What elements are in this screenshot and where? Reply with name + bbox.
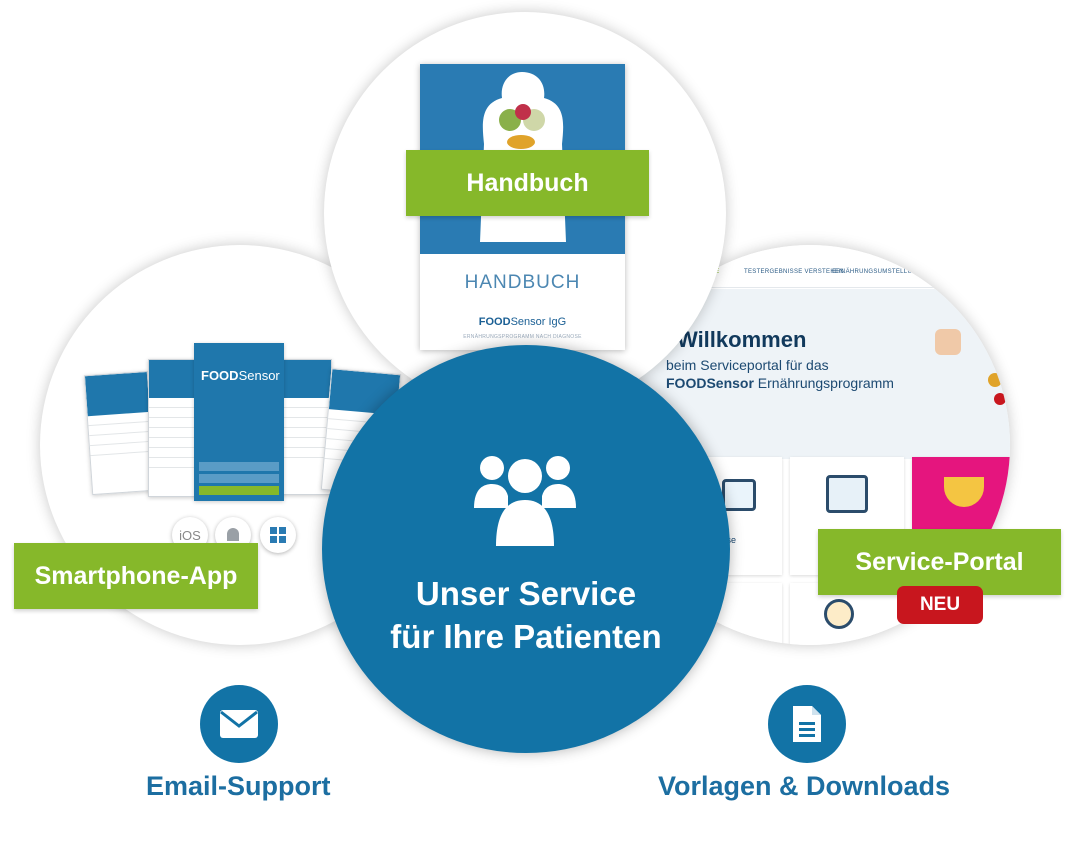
- handbook-brand: FOODSensor IgG: [478, 316, 567, 328]
- center-title-line1: Unser Service: [415, 575, 637, 612]
- portal-nav-item[interactable]: TESTERGEBNISSE VERSTEHEN: [744, 269, 844, 275]
- app-brand-bold: FOOD: [201, 368, 239, 383]
- phone-screen-1: [83, 370, 157, 496]
- portal-welcome-line1: beim Serviceportal für das: [666, 357, 829, 373]
- portal-welcome-line2: FOODSensor Ernährungsprogramm: [666, 375, 894, 391]
- checklist-icon: [826, 475, 868, 513]
- users-group-icon: [470, 446, 580, 551]
- windows-icon: [260, 517, 296, 553]
- monitor-icon: [722, 479, 756, 511]
- downloads-button[interactable]: [768, 685, 846, 763]
- email-support-button[interactable]: [200, 685, 278, 763]
- service-portal-label[interactable]: Service-Portal: [818, 529, 1061, 595]
- downloads-label[interactable]: Vorlagen & Downloads: [658, 771, 951, 801]
- document-icon: [793, 706, 821, 742]
- new-badge: NEU: [897, 586, 983, 624]
- portal-welcome: Willkommen: [677, 327, 807, 352]
- fruit-image: [994, 393, 1006, 405]
- handbook-subtitle: ERNÄHRUNGSPROGRAMM NACH DIAGNOSE: [463, 334, 582, 340]
- smartphone-app-label[interactable]: Smartphone-App: [14, 543, 258, 609]
- app-brand-rest: Sensor: [238, 368, 280, 383]
- envelope-icon: [220, 710, 258, 738]
- fruit-bowl-icon: [944, 477, 984, 507]
- handbuch-label[interactable]: Handbuch: [406, 150, 649, 216]
- portal-nav-item[interactable]: ERNÄHRUNGSUMSTELLUNG: [832, 269, 922, 275]
- phone-screen-main: FOODSensor: [194, 343, 284, 501]
- center-title-line2: für Ihre Patienten: [390, 618, 662, 655]
- handbook-title: HANDBUCH: [464, 272, 581, 293]
- center-service-circle: [322, 345, 730, 753]
- fruit-image: [988, 373, 1002, 387]
- hand-image: [935, 329, 961, 355]
- question-icon: [824, 599, 854, 629]
- email-support-label[interactable]: Email-Support: [146, 771, 331, 801]
